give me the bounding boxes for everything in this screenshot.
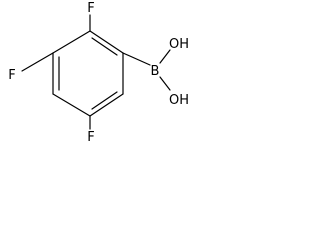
ring-double-bond-top-right: [91, 37, 118, 56]
ring-bond-6: [52, 30, 91, 54]
bond-b-oh-top: [159, 49, 171, 64]
bond-c-f-left: [21, 52, 54, 72]
benzene-ring: [52, 30, 124, 117]
structure-canvas: F F F B OH OH: [0, 0, 204, 155]
atom-label-hydroxyl-bottom: OH: [169, 93, 189, 108]
ring-bond-1: [89, 30, 124, 54]
atom-label-fluorine-bottom: F: [87, 130, 94, 145]
atom-label-boron: B: [151, 64, 160, 79]
molecule-structure: F F F B OH OH: [8, 1, 189, 145]
bond-b-oh-bottom: [159, 76, 171, 91]
atom-label-fluorine-left: F: [8, 68, 15, 83]
atom-label-hydroxyl-top: OH: [169, 37, 189, 52]
ring-bond-4: [52, 93, 91, 117]
atom-label-fluorine-top: F: [87, 1, 94, 16]
ring-double-bond-bottom-right: [91, 91, 118, 110]
ring-bond-3: [89, 93, 124, 117]
bond-c-b: [122, 52, 151, 66]
